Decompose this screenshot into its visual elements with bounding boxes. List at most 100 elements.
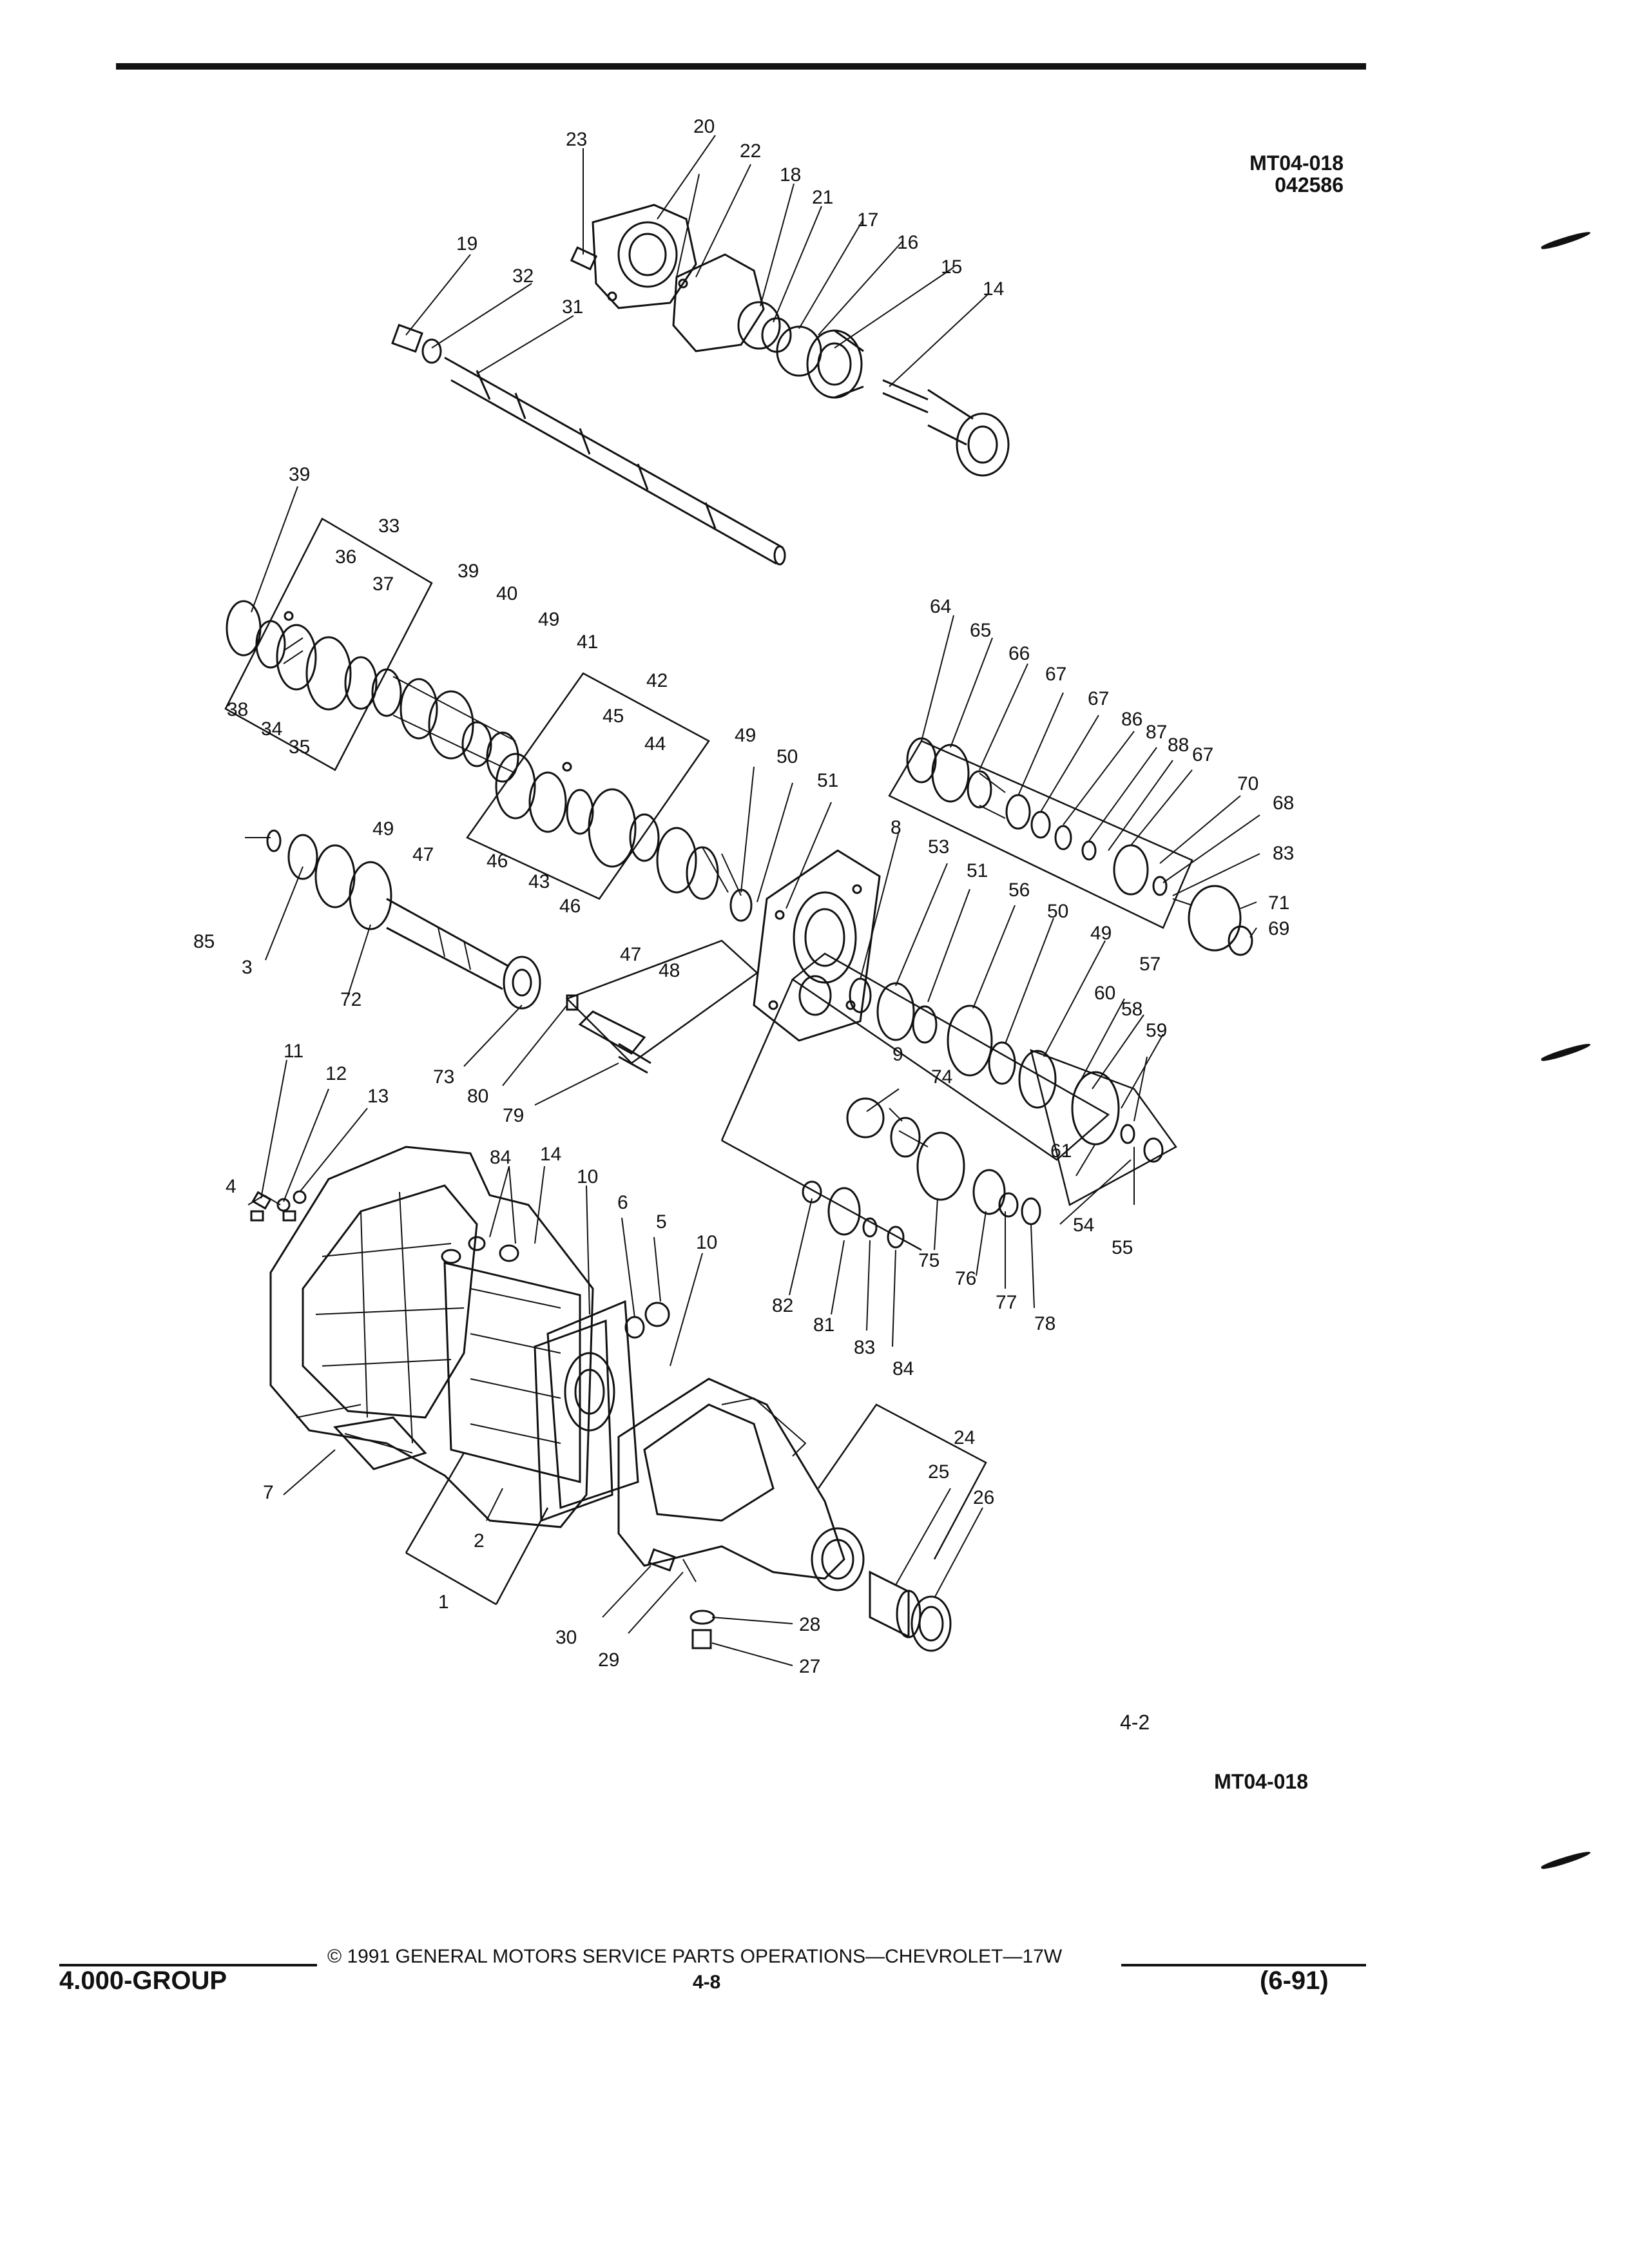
- callout-29: 28: [799, 1614, 821, 1635]
- callout-1: 1: [438, 1591, 449, 1613]
- callout-57: 57: [1139, 954, 1161, 975]
- callout-4: 4: [226, 1176, 236, 1197]
- exploded-transmission-diagram: [224, 135, 1260, 1666]
- figure-code: MT04-018: [1214, 1770, 1308, 1793]
- callout-71: 73: [433, 1066, 455, 1088]
- synchronizer-42-group: [466, 672, 710, 900]
- callout-47b: 47: [620, 944, 642, 965]
- callout-8: 8: [891, 817, 901, 838]
- callout-68: 70: [1237, 773, 1259, 794]
- callout-88: 88: [1168, 735, 1190, 756]
- callout-45: 45: [602, 706, 624, 727]
- callout-10a: 10: [577, 1166, 599, 1187]
- date-code: 042586: [1275, 173, 1344, 197]
- callout-38b: 38: [227, 699, 249, 720]
- output-gears: [791, 952, 1177, 1206]
- callout-37: 36: [335, 546, 357, 568]
- margin-tick: [1540, 1849, 1592, 1872]
- callout-51b: 50: [1047, 901, 1069, 922]
- callout-23: 22: [740, 140, 762, 162]
- callout-30: 29: [598, 1649, 620, 1671]
- callout-7: 7: [263, 1482, 274, 1503]
- callout-18: 17: [857, 209, 879, 231]
- callout-50b: 49: [372, 818, 394, 840]
- figure-number: 4-2: [1120, 1711, 1150, 1734]
- callout-10b: 10: [696, 1232, 718, 1253]
- callout-17: 16: [897, 232, 919, 253]
- callout-54: 54: [1073, 1215, 1095, 1236]
- callout-38a: 37: [372, 573, 394, 595]
- callout-79: 81: [813, 1314, 835, 1336]
- callout-32: 31: [562, 296, 584, 318]
- callout-64: 66: [1008, 643, 1030, 664]
- callout-26: 25: [928, 1461, 950, 1483]
- transmission-case: [250, 1146, 670, 1606]
- callout-41: 41: [577, 631, 599, 653]
- callout-59: 59: [1146, 1020, 1168, 1041]
- callout-67c: 69: [1268, 918, 1290, 939]
- callout-11: 11: [284, 1041, 304, 1062]
- callout-47a: 47: [412, 844, 434, 865]
- callout-73: 75: [918, 1250, 940, 1271]
- callout-77: 79: [503, 1105, 525, 1126]
- callout-74: 76: [955, 1268, 977, 1289]
- callout-44: 44: [644, 733, 666, 754]
- callout-65: 67: [1045, 664, 1067, 685]
- callout-76: 78: [1034, 1313, 1056, 1334]
- callout-39a: 39: [289, 464, 311, 485]
- callout-61: 61: [1050, 1140, 1072, 1162]
- callout-46b: 46: [559, 896, 581, 917]
- callout-21: 20: [693, 116, 715, 137]
- callout-22: 21: [812, 187, 834, 208]
- top-rule: [116, 63, 1366, 70]
- callout-50a: 49: [538, 609, 560, 630]
- callout-20: 19: [456, 233, 478, 255]
- leader-lines: [245, 135, 1260, 1666]
- callout-36: 35: [289, 736, 311, 758]
- callout-39b: 39: [458, 561, 479, 582]
- rear-gears: [656, 827, 753, 922]
- callout-81: 83: [854, 1337, 876, 1358]
- callout-15: 14: [983, 278, 1005, 300]
- callout-80: 82: [772, 1295, 794, 1316]
- reverse-idler-parts: [565, 939, 758, 1074]
- footer-revision: (6-91): [1260, 1966, 1329, 1995]
- extension-housing: [617, 1378, 987, 1652]
- callout-48: 48: [659, 960, 680, 981]
- callout-58: 58: [1121, 999, 1143, 1020]
- callout-70: 72: [340, 989, 362, 1010]
- callout-67a: 67: [1192, 744, 1214, 765]
- callout-82: 84: [892, 1358, 914, 1379]
- mainshaft-gears: [371, 668, 519, 783]
- callout-14: 14: [540, 1144, 562, 1165]
- callout-49a: 49: [735, 725, 757, 746]
- footer-rule-left: [59, 1964, 317, 1966]
- footer-page-number: 4-8: [693, 1972, 721, 1993]
- footer-group: 4.000-GROUP: [59, 1966, 227, 1995]
- callout-33: 32: [512, 265, 534, 287]
- callout-35: 34: [261, 718, 283, 740]
- callout-12: 12: [325, 1063, 347, 1084]
- callout-55: 55: [1112, 1237, 1133, 1258]
- footer-copyright: © 1991 GENERAL MOTORS SERVICE PARTS OPER…: [327, 1946, 1063, 1967]
- callout-3: 3: [242, 957, 253, 978]
- intermediate-plate: [753, 849, 881, 1042]
- callout-53: 53: [928, 836, 950, 858]
- callout-83: 83: [1273, 843, 1295, 864]
- counter-gears-lower: [720, 979, 1041, 1251]
- callout-40: 40: [496, 583, 518, 604]
- callout-16: 15: [941, 256, 963, 278]
- callout-9: 9: [892, 1044, 903, 1065]
- diagram-id: MT04-018: [1249, 151, 1344, 175]
- callout-60: 60: [1094, 983, 1116, 1004]
- callout-25: 24: [954, 1427, 976, 1448]
- callout-27: 26: [973, 1487, 995, 1508]
- reverse-gear-group: [888, 737, 1253, 956]
- callout-62: 64: [930, 596, 952, 617]
- callout-52b: 51: [967, 860, 988, 881]
- callout-2: 2: [474, 1530, 485, 1552]
- callout-84: 84: [490, 1147, 512, 1168]
- callout-87: 87: [1146, 722, 1168, 743]
- callout-49b: 49: [1090, 923, 1112, 944]
